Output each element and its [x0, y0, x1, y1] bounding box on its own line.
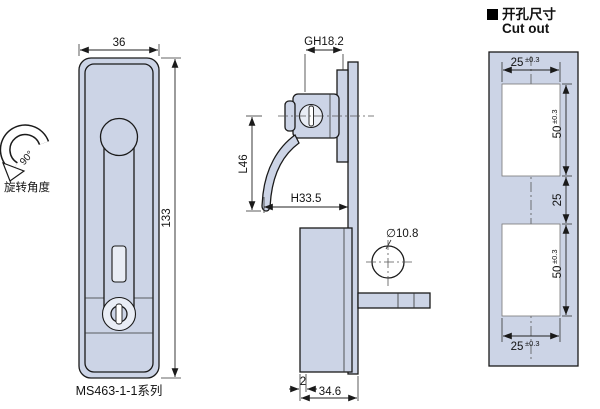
cutout-width-top-label: 25: [511, 57, 524, 69]
rotation-angle-label: 90°: [18, 149, 36, 168]
cutout-vertical-dimensions: 50 ±0.3 25 50 ±0.3: [550, 83, 572, 317]
cutout-hole-upper: [501, 83, 561, 177]
lock-housing-box: [299, 227, 353, 373]
roller-diameter-label: ∅10.8: [386, 228, 418, 240]
front-height-dimension: 133: [161, 57, 181, 379]
plate-thickness-dimension: 2: [289, 374, 317, 393]
cutout-upper-height-label: 50: [552, 126, 564, 139]
panel-lock-front-drawing: [78, 57, 160, 379]
handle-depth-label: H33.5: [291, 193, 322, 205]
series-label: MS463-1-1系列: [76, 384, 163, 398]
roller-diameter-dimension: ∅10.8: [385, 228, 418, 250]
cutout-title-cn: 开孔尺寸: [502, 6, 556, 22]
section-marker-icon: [487, 9, 498, 20]
side-profile-drawing: [261, 61, 431, 375]
cutout-width-bottom-label: 25: [511, 341, 524, 353]
cutout-width-bottom-dimension: 25 ±0.3: [501, 318, 561, 353]
rotate-arrow-band: [1, 125, 48, 171]
cutout-upper-height-tolerance: ±0.3: [550, 109, 559, 124]
cutout-width-top-tolerance: ±0.3: [525, 55, 540, 64]
front-width-dimension: 36: [78, 37, 160, 56]
cutout-lower-height-tolerance: ±0.3: [550, 249, 559, 264]
rotation-caption: 旋转角度: [4, 180, 50, 194]
lever-length-dimension: L46: [238, 115, 262, 212]
head-height-label: GH18.2: [304, 36, 344, 48]
cutout-width-bottom-tolerance: ±0.3: [525, 339, 540, 348]
handle-depth-dimension: H33.5: [263, 193, 348, 213]
handle-pivot: [99, 117, 139, 157]
cutout-lower-height-label: 50: [552, 266, 564, 279]
lever-length-label: L46: [238, 154, 250, 173]
leader-line: [385, 239, 392, 250]
handle-lever: [261, 134, 300, 212]
cutout-view: 开孔尺寸 Cut out 25 ±0.3 50 ±0.3 25 50 ±0.3: [487, 6, 579, 367]
key-slot: [115, 303, 123, 325]
side-view: GH18.2 L46 H33.5 ∅10.8 2 34.6: [238, 36, 431, 402]
rotate-arrow-head-icon: [1, 161, 26, 182]
body-width-dimension: 34.6: [299, 374, 359, 402]
cutout-width-top-dimension: 25 ±0.3: [501, 55, 561, 82]
cutout-hole-lower: [501, 223, 561, 317]
rotation-indicator: 90°: [0, 124, 50, 182]
front-height-label: 133: [161, 208, 173, 227]
handle-stem: [103, 136, 135, 318]
cam-arm: [357, 292, 431, 309]
cutout-spacing-label: 25: [552, 194, 564, 207]
front-view: 36 133 90° 旋转角度 MS463-1-1系列: [0, 37, 181, 398]
front-width-label: 36: [113, 37, 126, 49]
cutout-title-en: Cut out: [502, 21, 550, 36]
plate-thickness-label: 2: [300, 376, 306, 388]
head-height-dimension: GH18.2: [304, 36, 344, 92]
lock-face-outline: [84, 63, 154, 373]
body-width-label: 34.6: [319, 386, 341, 398]
release-button: [111, 245, 127, 283]
mounting-plate: [347, 61, 359, 375]
